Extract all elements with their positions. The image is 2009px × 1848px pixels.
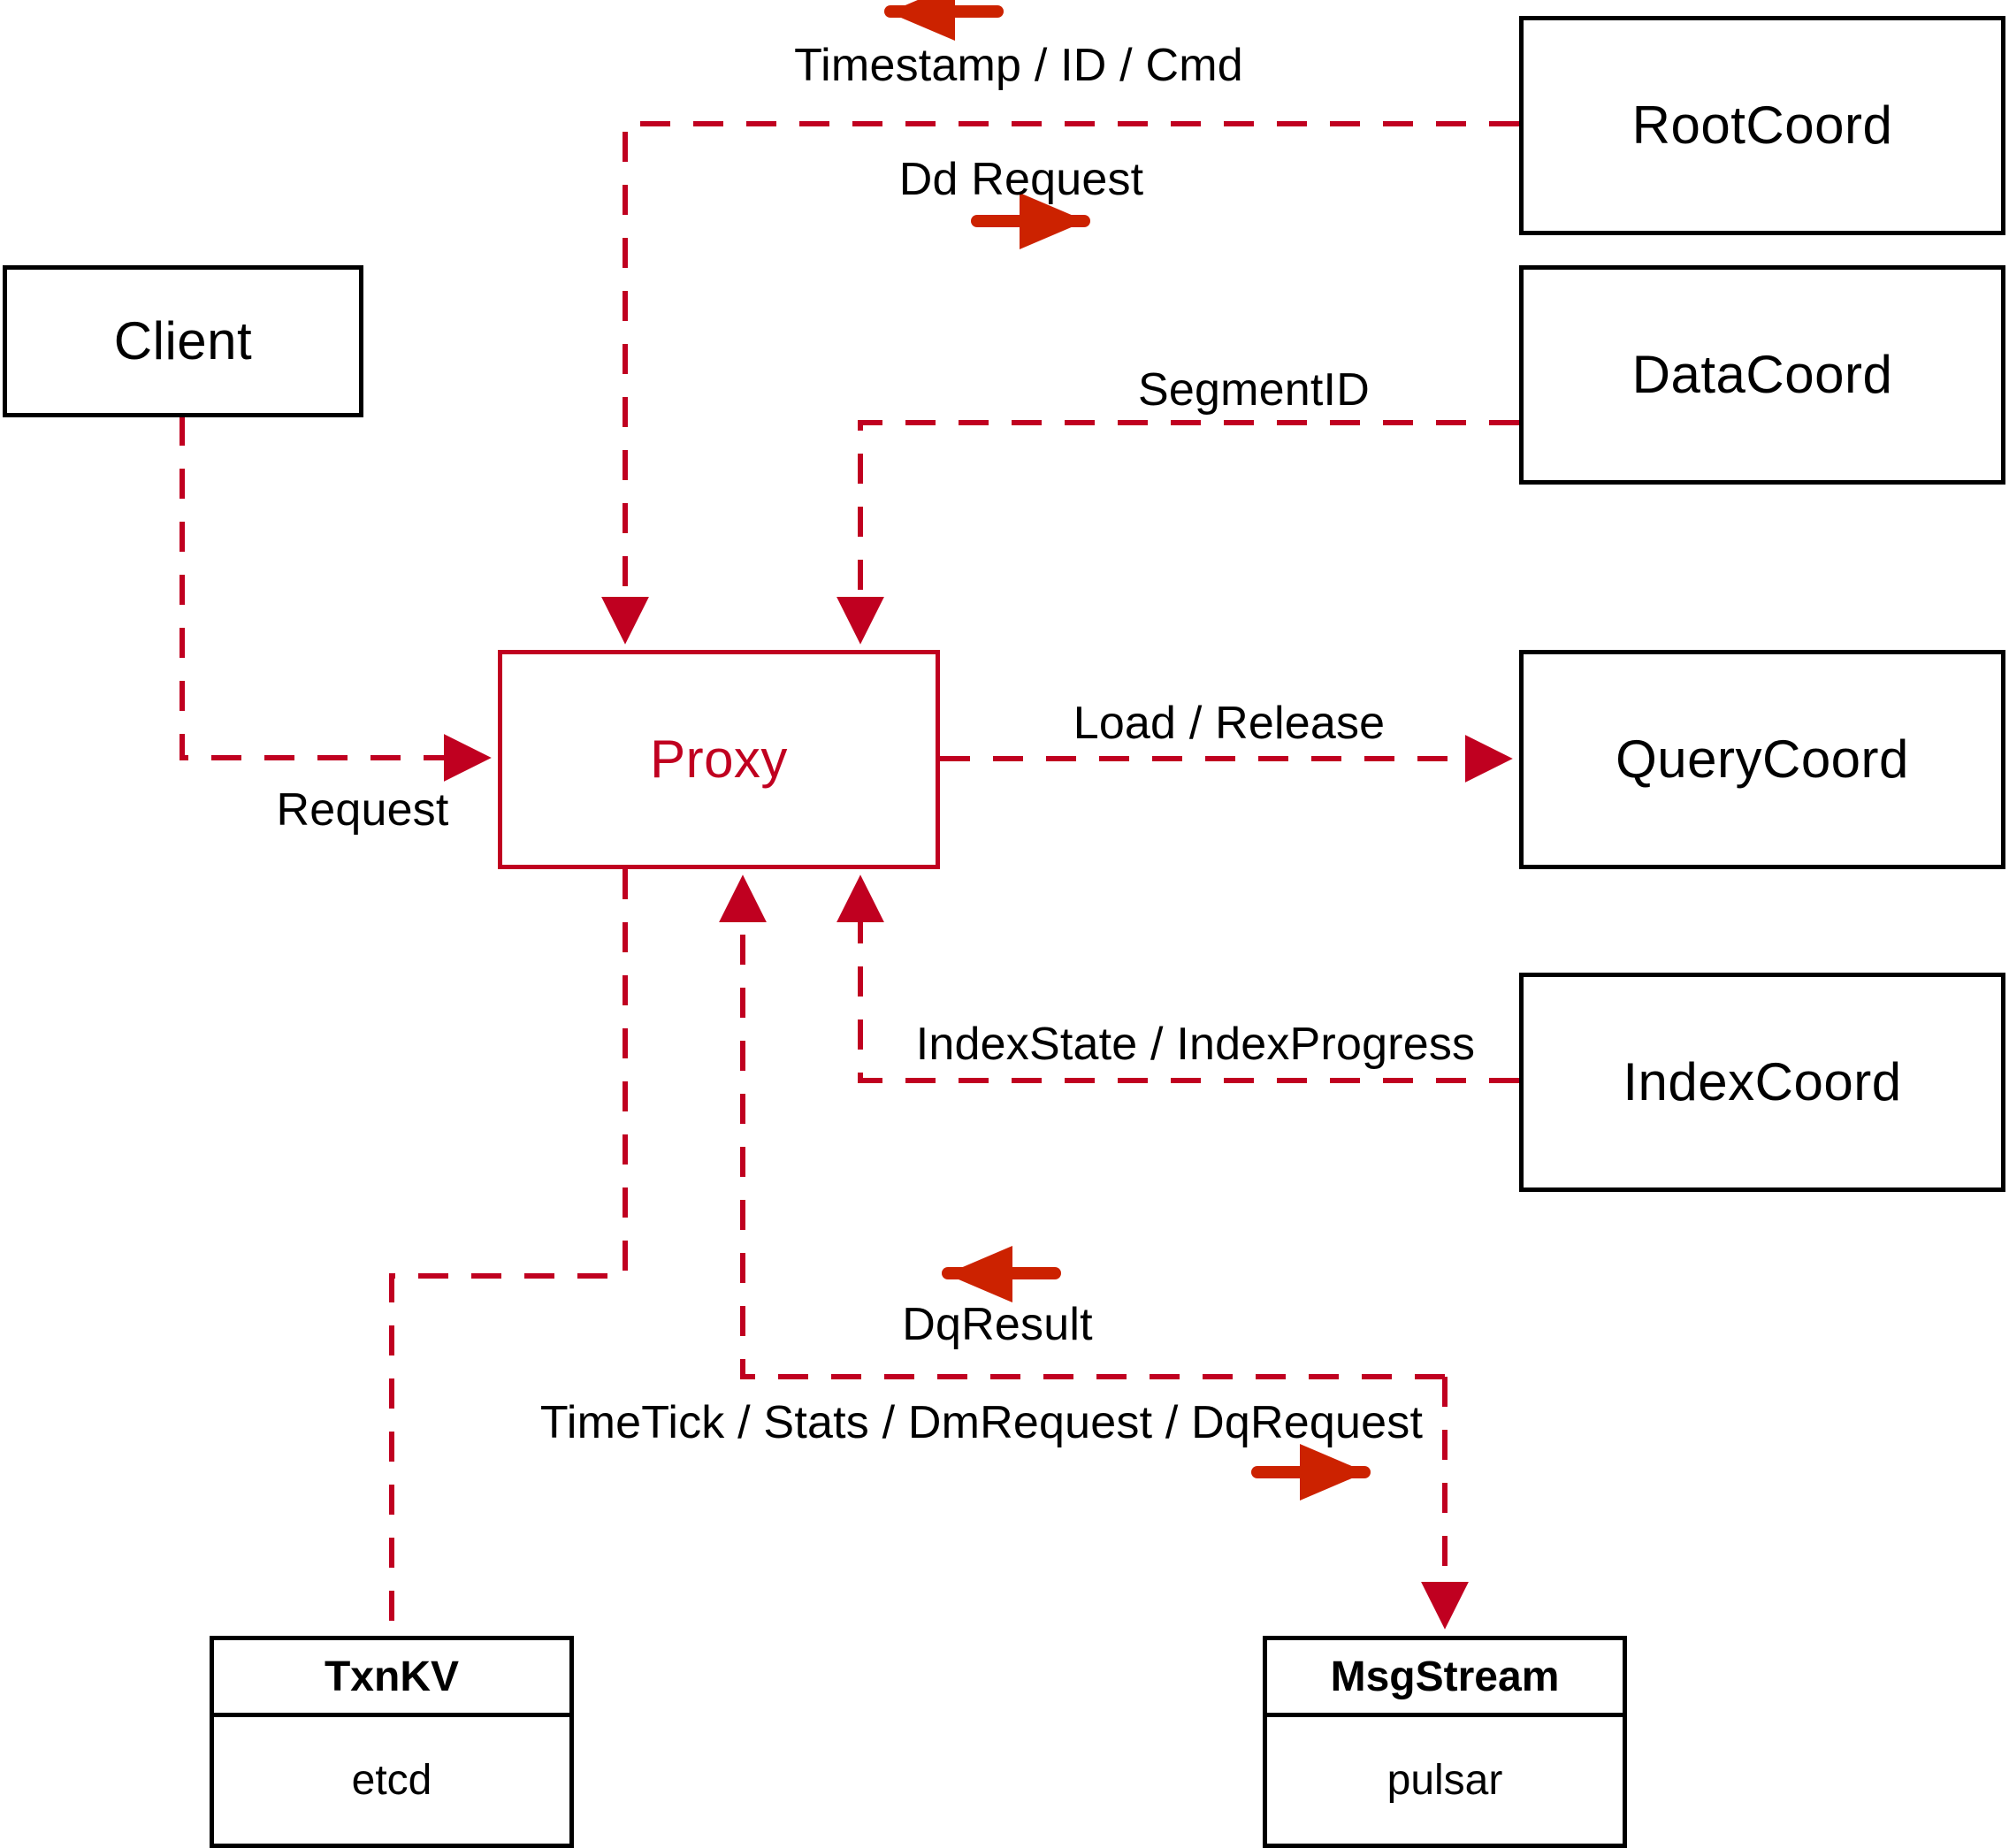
edge-client-to-proxy <box>180 416 492 782</box>
edge-msgstream-to-proxy <box>719 874 1445 1379</box>
node-rootcoord[interactable]: RootCoord <box>1519 16 2005 235</box>
edge-label-index-state: IndexState / IndexProgress <box>915 1019 1476 1070</box>
annotation-arrow-dd-request <box>971 193 1090 249</box>
node-datacoord-label: DataCoord <box>1631 345 1893 404</box>
edge-rootcoord-to-proxy <box>601 121 1519 645</box>
node-indexcoord-label: IndexCoord <box>1623 1052 1902 1111</box>
node-client-label: Client <box>113 311 253 370</box>
edge-label-segmentid: SegmentID <box>1138 364 1370 416</box>
node-querycoord[interactable]: QueryCoord <box>1519 650 2005 869</box>
node-client[interactable]: Client <box>3 265 363 417</box>
node-rootcoord-label: RootCoord <box>1631 95 1893 155</box>
store-msgstream-body: pulsar <box>1386 1757 1503 1804</box>
edge-proxy-to-txnkv <box>389 869 628 1636</box>
edge-label-dq-result: DqResult <box>902 1299 1093 1350</box>
edge-label-timestamp-id-cmd: Timestamp / ID / Cmd <box>794 40 1243 91</box>
store-msgstream-header: MsgStream <box>1267 1640 1623 1717</box>
edge-label-dd-request: Dd Request <box>898 154 1144 205</box>
node-querycoord-label: QueryCoord <box>1616 729 1909 789</box>
store-msgstream[interactable]: MsgStream pulsar <box>1263 1636 1627 1848</box>
edge-indexcoord-to-proxy <box>836 874 1519 1083</box>
store-txnkv[interactable]: TxnKV etcd <box>210 1636 574 1848</box>
node-proxy[interactable]: Proxy <box>498 650 940 869</box>
store-txnkv-body: etcd <box>351 1757 432 1804</box>
edge-datacoord-to-proxy <box>836 420 1519 645</box>
annotation-arrow-timetick <box>1251 1444 1371 1501</box>
node-indexcoord[interactable]: IndexCoord <box>1519 973 2005 1192</box>
annotation-arrow-timestamp <box>884 0 1004 41</box>
node-proxy-label: Proxy <box>650 729 788 789</box>
edge-label-timetick: TimeTick / Stats / DmRequest / DqRequest <box>539 1397 1424 1448</box>
edge-label-request: Request <box>276 784 449 836</box>
edge-label-load-release: Load / Release <box>1073 698 1386 749</box>
node-datacoord[interactable]: DataCoord <box>1519 265 2005 485</box>
store-txnkv-header: TxnKV <box>214 1640 569 1717</box>
annotation-arrow-dqresult <box>942 1246 1061 1302</box>
